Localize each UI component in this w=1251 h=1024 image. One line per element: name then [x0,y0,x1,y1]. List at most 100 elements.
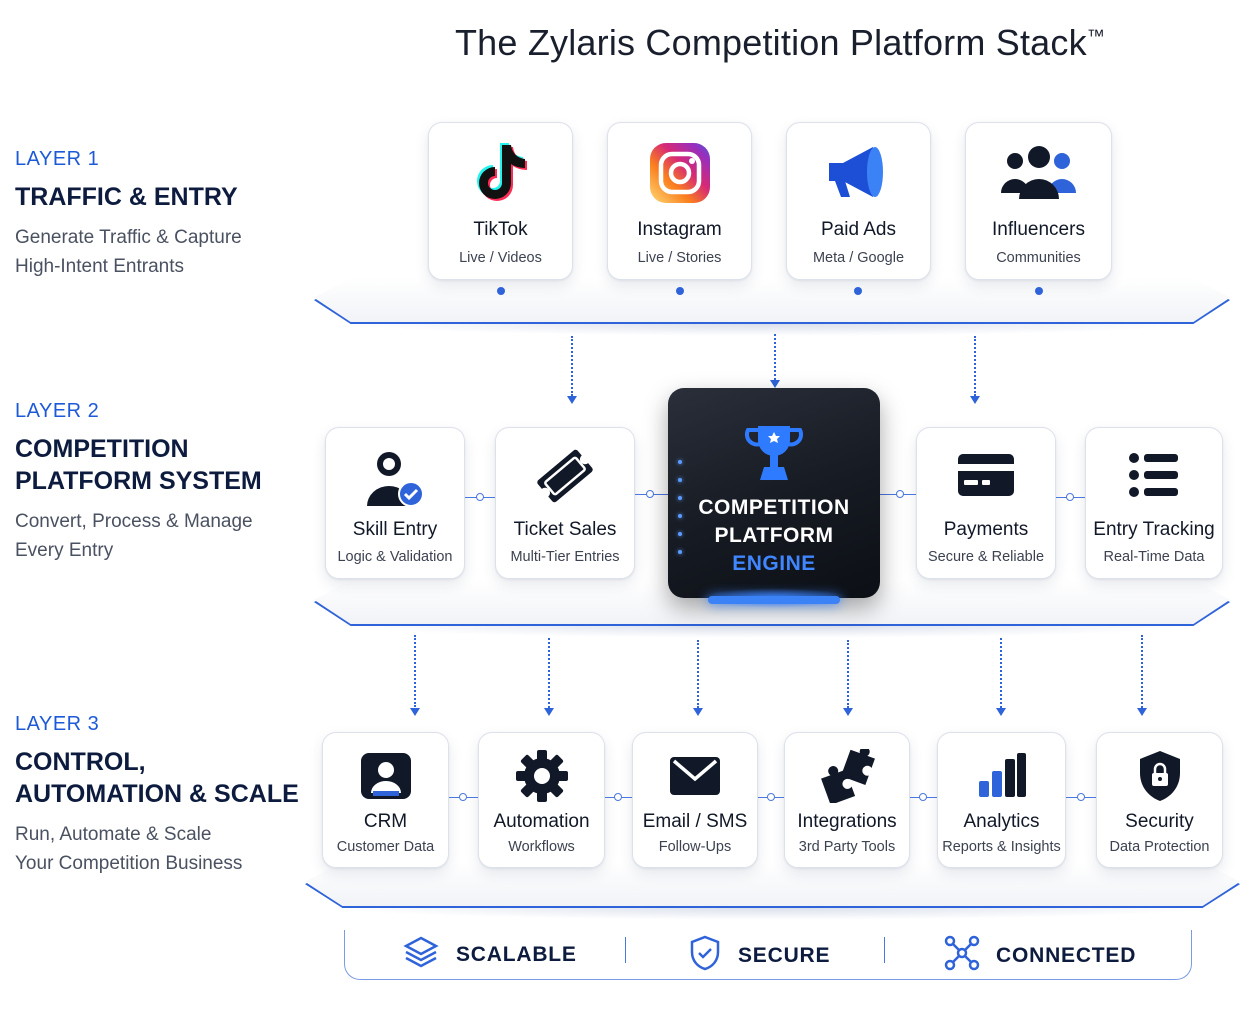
connector-node [646,490,654,498]
footer-secure: SECURE [688,935,830,977]
footer-scalable: SCALABLE [402,935,577,975]
flow-line [847,640,849,708]
bar-chart-icon [938,751,1065,799]
shield-lock-icon [1097,749,1222,803]
connector-node [1077,793,1085,801]
card-title: TikTok [473,219,528,240]
card-automation[interactable]: Automation Workflows [478,732,605,868]
card-title: Automation [493,811,590,832]
layer-3-label: LAYER 3 [15,713,100,735]
layer-1-desc-line: High-Intent Entrants [15,256,184,277]
card-crm[interactable]: CRM Customer Data [322,732,449,868]
card-analytics[interactable]: Analytics Reports & Insights [937,732,1066,868]
card-entry-tracking[interactable]: Entry Tracking Real-Time Data [1085,427,1223,579]
card-subtitle: 3rd Party Tools [798,839,896,855]
card-payments[interactable]: Payments Secure & Reliable [916,427,1056,579]
card-ticket-sales[interactable]: Ticket Sales Multi-Tier Entries [495,427,635,579]
arrow-down-icon [567,396,577,404]
flow-line [548,638,550,708]
layer-2-name: COMPETITION PLATFORM SYSTEM [15,435,262,495]
connector-node [767,793,775,801]
flow-line [974,336,976,396]
card-title: Influencers [992,219,1085,240]
flow-line [697,640,699,708]
arrow-down-icon [544,708,554,716]
connector-dot [1035,287,1043,295]
layers-icon [402,935,440,975]
layer-3-desc: Run, Automate & Scale Your Competition B… [15,820,305,878]
card-influencers[interactable]: Influencers Communities [965,122,1112,280]
arrow-down-icon [693,708,703,716]
card-security[interactable]: Security Data Protection [1096,732,1223,868]
card-subtitle: Reports & Insights [942,839,1061,855]
card-title: Security [1125,811,1194,832]
card-subtitle: Data Protection [1109,839,1210,855]
arrow-down-icon [970,396,980,404]
network-icon [944,935,980,977]
card-title: Ticket Sales [513,519,617,540]
arrow-down-icon [770,380,780,388]
layer-2-desc-line: Convert, Process & Manage [15,511,253,532]
layer-1-platform [314,278,1230,338]
layer-1-text: LAYER 1 TRAFFIC & ENTRY Generate Traffic… [15,148,310,281]
footer-divider [884,937,885,963]
connector-dot [497,287,505,295]
flow-line [571,336,573,396]
connector-node [476,493,484,501]
card-title: CRM [363,811,408,832]
card-subtitle: Customer Data [336,839,435,855]
engine-label-line: ENGINE [732,552,816,575]
footer-divider [625,937,626,963]
card-email-sms[interactable]: Email / SMS Follow-Ups [632,732,758,868]
card-title: Instagram [637,219,722,240]
arrow-down-icon [410,708,420,716]
layer-3-text: LAYER 3 CONTROL, AUTOMATION & SCALE Run,… [15,713,305,878]
layer-2-desc-line: Every Entry [15,540,114,561]
user-check-icon [326,448,464,508]
competition-platform-engine[interactable]: COMPETITION PLATFORM ENGINE [668,388,880,608]
footer-label: CONNECTED [996,944,1137,967]
flow-line [414,635,416,707]
people-icon [966,145,1111,203]
trademark-mark: ™ [1086,26,1105,46]
card-subtitle: Follow-Ups [658,839,732,855]
card-title: Email / SMS [642,811,748,832]
layer-2-text: LAYER 2 COMPETITION PLATFORM SYSTEM Conv… [15,400,285,565]
arrow-down-icon [843,708,853,716]
flow-line [1000,638,1002,708]
card-subtitle: Secure & Reliable [927,549,1045,565]
arrow-down-icon [1137,708,1147,716]
card-skill-entry[interactable]: Skill Entry Logic & Validation [325,427,465,579]
layer-2-desc: Convert, Process & Manage Every Entry [15,507,285,565]
card-paid-ads[interactable]: Paid Ads Meta / Google [786,122,931,280]
layer-3-desc-line: Run, Automate & Scale [15,824,212,845]
card-title: Integrations [797,811,897,832]
card-subtitle: Live / Videos [459,250,542,266]
puzzle-icon [785,749,909,803]
card-integrations[interactable]: Integrations 3rd Party Tools [784,732,910,868]
list-icon [1086,452,1222,498]
card-title: Paid Ads [821,219,896,240]
card-instagram[interactable]: Instagram Live / Stories [607,122,752,280]
footer-connected: CONNECTED [944,935,1136,977]
connector-node [614,793,622,801]
layer-3-desc-line: Your Competition Business [15,853,243,874]
instagram-icon [608,141,751,205]
gear-icon [479,749,604,803]
card-subtitle: Meta / Google [812,250,905,266]
credit-card-icon [917,452,1055,498]
card-subtitle: Real-Time Data [1103,549,1205,565]
card-title: Skill Entry [352,519,438,540]
card-title: Entry Tracking [1093,519,1215,540]
contact-book-icon [323,751,448,801]
footer-label: SCALABLE [456,943,577,966]
layer-2-label: LAYER 2 [15,400,100,422]
engine-label-line: COMPETITION [698,496,850,519]
layer-1-desc: Generate Traffic & Capture High-Intent E… [15,223,310,281]
card-subtitle: Workflows [508,839,575,855]
card-subtitle: Logic & Validation [337,549,453,565]
card-tiktok[interactable]: TikTok Live / Videos [428,122,573,280]
envelope-icon [633,755,757,797]
arrow-down-icon [996,708,1006,716]
megaphone-icon [787,141,930,203]
